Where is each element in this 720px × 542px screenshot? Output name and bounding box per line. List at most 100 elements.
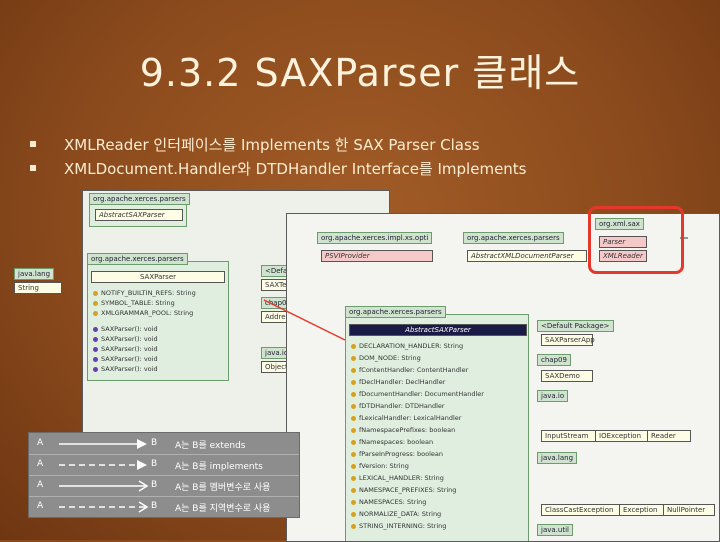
class-member: NAMESPACE_PREFIXES: String	[351, 486, 456, 494]
legend-target: B	[151, 501, 158, 511]
legend-description: A는 B를 extends	[175, 441, 246, 451]
package-label: <Default Package>	[537, 320, 614, 332]
class-box: SAXParser	[91, 271, 225, 283]
member-text: SAXParser(): void	[101, 345, 158, 353]
member-text: fDTDHandler: DTDHandler	[359, 402, 445, 410]
class-member: fContentHandler: ContentHandler	[351, 366, 468, 374]
class-member: fLexicalHandler: LexicalHandler	[351, 414, 461, 422]
package-label: chap09	[537, 354, 571, 366]
method-icon	[93, 346, 98, 352]
legend-row: A B A는 B를 지역변수로 사용	[29, 496, 299, 517]
member-text: fVersion: String	[359, 462, 409, 470]
member-text: DOM_NODE: String	[359, 354, 421, 362]
member-text: NOTIFY_BUILTIN_REFS: String	[101, 289, 196, 297]
divider	[29, 454, 299, 455]
package-label: java.util	[537, 524, 573, 536]
field-icon	[351, 403, 356, 409]
field-icon	[93, 300, 98, 306]
member-text: NAMESPACE_PREFIXES: String	[359, 486, 457, 494]
connector-line	[263, 299, 346, 341]
field-icon	[351, 523, 356, 529]
method-icon	[93, 336, 98, 342]
class-member: fNamespaces: boolean	[351, 438, 433, 446]
legend-description: A는 B를 멤버변수로 사용	[175, 483, 271, 493]
field-icon	[351, 499, 356, 505]
member-text: fNamespaces: boolean	[359, 438, 434, 446]
legend-description: A는 B를 지역변수로 사용	[175, 504, 271, 514]
legend: A B A는 B를 extends A B A는 B를 implements A…	[28, 432, 300, 518]
class-box: Parser	[599, 236, 647, 248]
legend-source: A	[37, 438, 44, 448]
class-member: XMLGRAMMAR_POOL: String	[93, 309, 193, 317]
member-text: NORMALIZE_DATA: String	[359, 510, 442, 518]
package-label: org.apache.xerces.parsers	[345, 306, 446, 318]
solid-arrow-icon	[59, 439, 147, 449]
member-text: LEXICAL_HANDLER: String	[359, 474, 444, 482]
bullet-text: XMLReader 인터페이스를 Implements 한 SAX Parser…	[64, 135, 480, 154]
class-box: NullPointer	[663, 504, 715, 516]
package-label: java.lang	[14, 268, 55, 280]
class-box: SAXDemo	[541, 370, 593, 382]
legend-source: A	[37, 501, 44, 511]
field-icon	[351, 391, 356, 397]
class-member: NAMESPACES: String	[351, 498, 426, 506]
field-icon	[351, 355, 356, 361]
legend-target: B	[151, 480, 158, 490]
field-icon	[93, 310, 98, 316]
package-label: org.apache.xerces.parsers	[87, 253, 188, 265]
member-text: NAMESPACES: String	[359, 498, 427, 506]
method-icon	[93, 366, 98, 372]
member-text: SAXParser(): void	[101, 365, 158, 373]
field-icon	[351, 439, 356, 445]
legend-row: A B A는 B를 implements	[29, 454, 299, 475]
class-member: SAXParser(): void	[93, 335, 158, 343]
member-text: fContentHandler: ContentHandler	[359, 366, 469, 374]
class-member: SAXParser(): void	[93, 365, 158, 373]
class-member: fNamespacePrefixes: boolean	[351, 426, 455, 434]
package-box	[345, 314, 529, 541]
member-text: SAXParser(): void	[101, 355, 158, 363]
member-text: STRING_INTERNING: String	[359, 522, 447, 530]
field-icon	[351, 415, 356, 421]
field-icon	[351, 427, 356, 433]
class-box: XMLReader	[599, 250, 647, 262]
package-label: org.apache.xerces.impl.xs.opti	[317, 232, 433, 244]
class-member: NOTIFY_BUILTIN_REFS: String	[93, 289, 196, 297]
bullet-item: XMLDocument.Handler와 DTDHandler Interfac…	[30, 156, 710, 180]
class-box: IOException	[595, 430, 651, 442]
member-text: SYMBOL_TABLE: String	[101, 299, 175, 307]
class-member: SYMBOL_TABLE: String	[93, 299, 175, 307]
class-member: DECLARATION_HANDLER: String	[351, 342, 463, 350]
dashed-open-arrow-icon	[59, 501, 149, 513]
package-label: org.apache.xerces.parsers	[463, 232, 564, 244]
class-member: fDTDHandler: DTDHandler	[351, 402, 445, 410]
class-member: LEXICAL_HANDLER: String	[351, 474, 444, 482]
class-box: String	[14, 282, 62, 294]
legend-description: A는 B를 implements	[175, 462, 263, 472]
field-icon	[351, 379, 356, 385]
class-box: ClassCastException	[541, 504, 623, 516]
package-label: java.io	[537, 390, 569, 402]
open-arrow-icon	[59, 480, 149, 492]
class-member: fParseInProgress: boolean	[351, 450, 443, 458]
dashed-arrow-icon	[59, 460, 147, 470]
class-box: AbstractSAXParser	[95, 209, 183, 221]
field-icon	[351, 343, 356, 349]
field-icon	[351, 511, 356, 517]
class-member: NORMALIZE_DATA: String	[351, 510, 441, 518]
bullet-list: XMLReader 인터페이스를 Implements 한 SAX Parser…	[30, 132, 710, 180]
bullet-square-icon	[30, 141, 36, 147]
class-box: AbstractSAXParser	[349, 324, 527, 336]
field-icon	[351, 487, 356, 493]
class-box: AbstractXMLDocumentParser	[467, 250, 587, 262]
package-label: org.xml.sax	[595, 218, 644, 230]
class-box: SAXParserApp	[541, 334, 595, 346]
field-icon	[351, 367, 356, 373]
class-diagram-right: org.apache.xerces.impl.xs.opti PSVIProvi…	[286, 213, 720, 542]
class-member: SAXParser(): void	[93, 325, 158, 333]
class-member: STRING_INTERNING: String	[351, 522, 446, 530]
class-box: PSVIProvider	[321, 250, 433, 262]
field-icon	[93, 290, 98, 296]
member-text: SAXParser(): void	[101, 335, 158, 343]
legend-target: B	[151, 459, 158, 469]
